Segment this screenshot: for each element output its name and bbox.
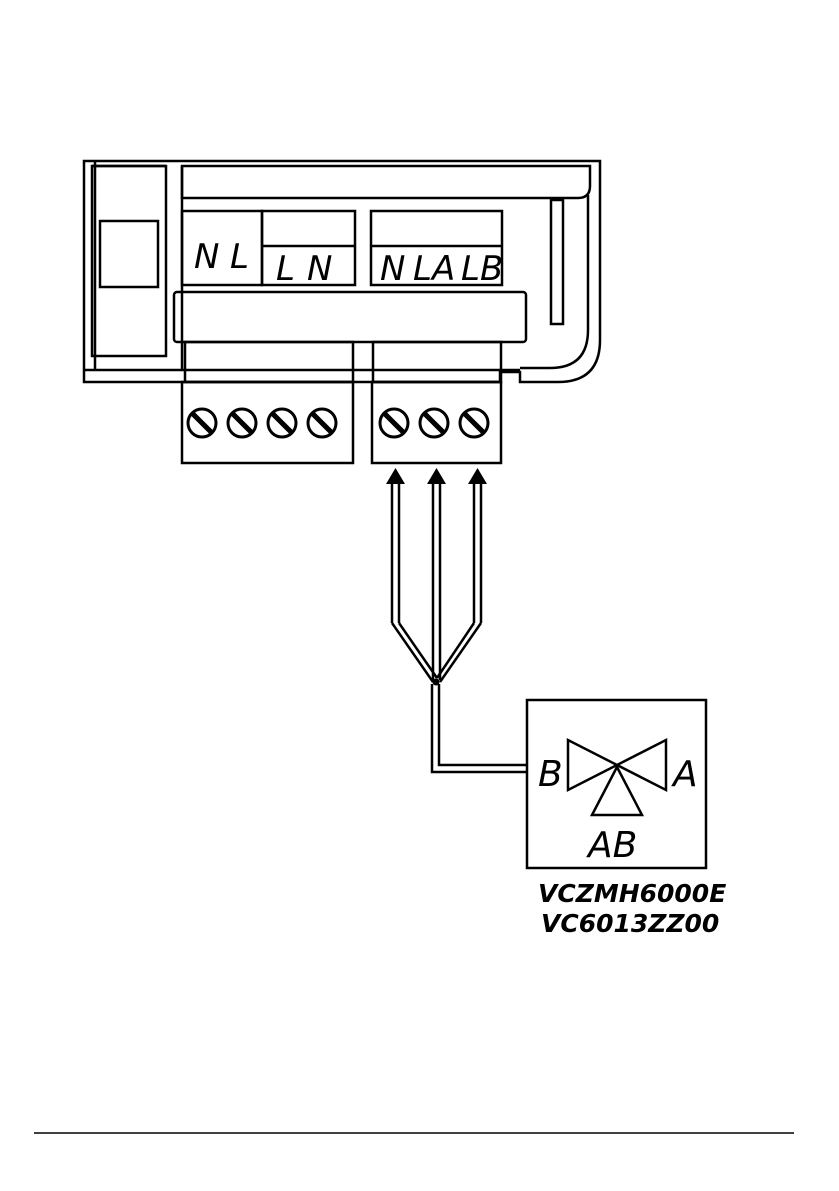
valve-model-2: VC6013ZZ00: [541, 909, 719, 938]
controller-housing: [84, 161, 600, 382]
terminal-label-valve-lb: LB: [461, 249, 503, 289]
screw-terminals: [188, 409, 488, 437]
wiring: [392, 482, 527, 772]
wire-arrow-heads: [386, 468, 487, 686]
terminal-label-supply-l: L: [230, 237, 249, 277]
screw-left-2: [228, 409, 256, 437]
screw-right-3: [460, 409, 488, 437]
valve-port-a: A: [671, 754, 698, 795]
valve-port-ab: AB: [586, 825, 637, 866]
terminal-label-supply-n: N: [194, 237, 219, 277]
terminal-label-output-l: L: [276, 249, 295, 289]
screw-right-1: [380, 409, 408, 437]
terminal-label-output-n: N: [307, 249, 332, 289]
screw-left-4: [308, 409, 336, 437]
screw-left-3: [268, 409, 296, 437]
screw-right-2: [420, 409, 448, 437]
terminal-label-valve-n: N: [380, 249, 405, 289]
screw-left-1: [188, 409, 216, 437]
valve-port-b: B: [538, 754, 563, 795]
three-way-valve-icon: [568, 740, 666, 815]
valve-model-1: VCZMH6000E: [538, 879, 726, 908]
terminal-label-valve-la: LA: [413, 249, 455, 289]
